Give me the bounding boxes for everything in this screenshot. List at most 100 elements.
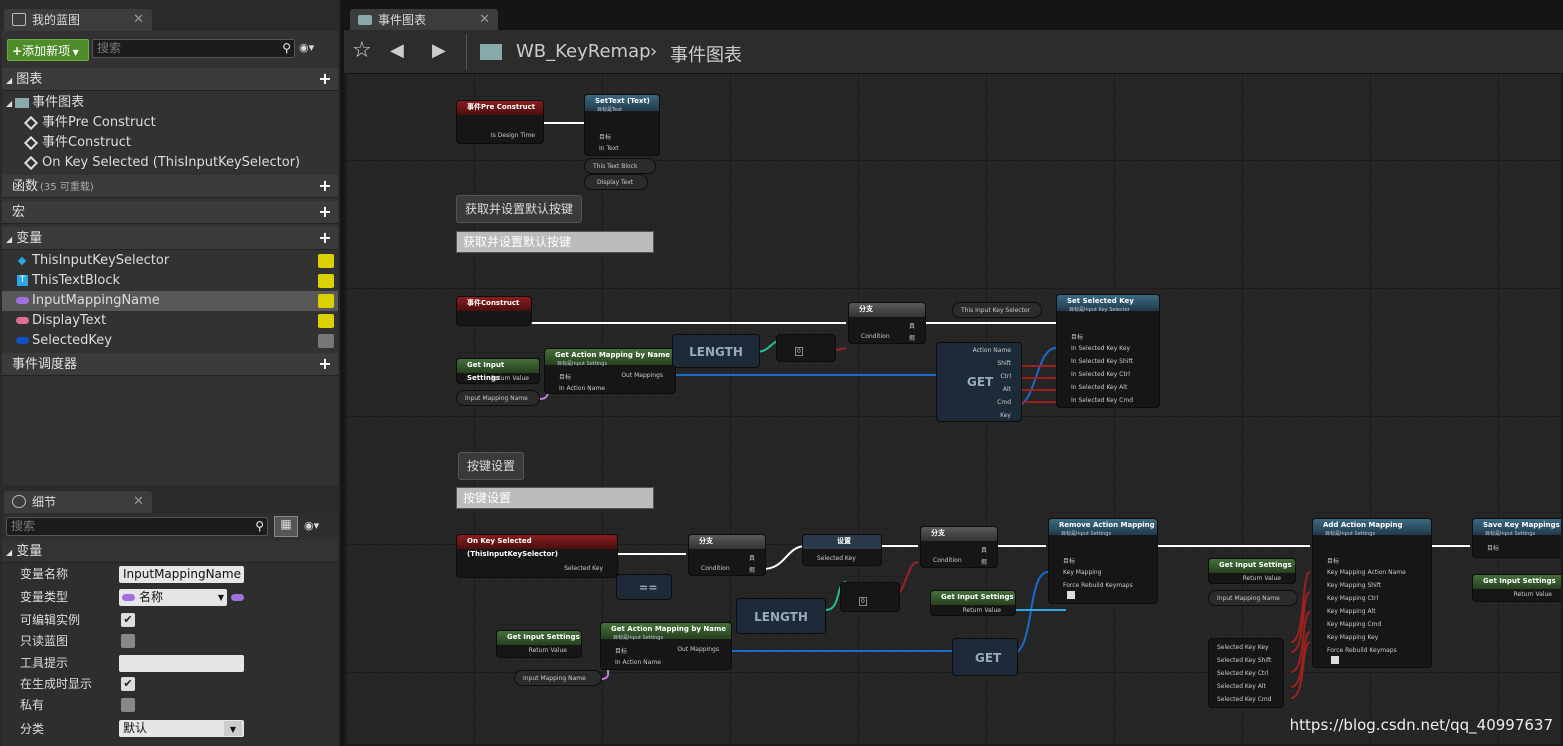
pin-out-mappings[interactable]: Out Mappings [621, 372, 663, 379]
set-variable-node[interactable]: 设置 Selected Key [802, 534, 882, 566]
add-graph-button[interactable]: + [318, 69, 332, 88]
pin-key[interactable]: In Selected Key Key [1071, 345, 1131, 352]
category-select[interactable]: 默认▼ [119, 720, 244, 737]
variable-type-select[interactable]: 名称▼ [119, 589, 227, 606]
pin-false[interactable]: 假 [908, 335, 915, 342]
equals-node[interactable]: == [616, 574, 672, 600]
breadcrumb-root[interactable]: WB_KeyRemap [516, 41, 651, 62]
pin-selected-key-ctrl[interactable]: Selected Key Ctrl [1217, 670, 1269, 677]
tree-event-construct[interactable]: 事件Construct [2, 133, 338, 153]
variable-display-text[interactable]: DisplayText [2, 311, 338, 331]
pin-condition[interactable]: Condition [701, 565, 730, 572]
force-rebuild-checkbox[interactable] [1067, 591, 1075, 599]
pin-selected-key[interactable]: Selected Key [564, 565, 603, 572]
pin-return-value[interactable]: Return Value [1513, 591, 1552, 598]
get-input-settings-node[interactable]: Get Input Settings Return Value [930, 590, 1016, 616]
container-type-icon[interactable] [231, 594, 244, 601]
get-input-settings-node[interactable]: Get Input Settings Return Value [456, 358, 540, 384]
pin-force-rebuild[interactable]: Force Rebuild Keymaps [1063, 582, 1133, 589]
eye-icon[interactable] [318, 294, 334, 308]
event-construct-node[interactable]: 事件Construct [456, 296, 532, 326]
comment-box[interactable]: 获取并设置默认按键 [456, 231, 654, 253]
pin-action-name[interactable]: Key Mapping Action Name [1327, 569, 1406, 576]
length-node[interactable]: LENGTH [736, 598, 826, 634]
comment-bubble[interactable]: 获取并设置默认按键 [456, 195, 583, 223]
compare-value[interactable]: 0 [795, 347, 803, 356]
pin-ctrl[interactable]: In Selected Key Ctrl [1071, 371, 1130, 378]
tab-event-graph[interactable]: 事件图表 ✕ [350, 9, 498, 31]
branch-node[interactable]: 分支 Condition 真 假 [688, 534, 766, 576]
pin-alt[interactable]: In Selected Key Alt [1071, 384, 1128, 391]
pin-selected-key-alt[interactable]: Selected Key Alt [1217, 683, 1266, 690]
pin-condition[interactable]: Condition [933, 557, 962, 564]
tab-my-blueprint[interactable]: 我的蓝图 ✕ [4, 9, 152, 31]
get-node[interactable]: GET Action Name Shift Ctrl Alt Cmd Key [936, 342, 1022, 422]
variable-input-mapping-name[interactable]: InputMappingName [2, 291, 338, 311]
pin-out-mappings[interactable]: Out Mappings [677, 646, 719, 653]
pin-return-value[interactable]: Return Value [962, 607, 1001, 614]
pin-target[interactable]: 目标 [599, 134, 612, 141]
pin-false[interactable]: 假 [748, 567, 755, 574]
expose-on-spawn-checkbox[interactable]: ✔ [121, 677, 135, 691]
grid-view-icon[interactable]: ▦ [274, 516, 298, 537]
pin-key[interactable]: Key [1000, 412, 1011, 419]
force-rebuild-checkbox[interactable] [1331, 656, 1339, 664]
set-text-node[interactable]: SetText (Text)目标是Text 目标 In Text [584, 94, 660, 156]
get-input-settings-node[interactable]: Get Input Settings Return Value [1208, 558, 1296, 584]
this-text-block-getter[interactable]: This Text Block [584, 158, 656, 174]
section-variables[interactable]: ◢ 变量+ [2, 227, 338, 250]
pin-return-value[interactable]: Return Value [1242, 575, 1281, 582]
add-dispatcher-button[interactable]: + [318, 354, 332, 373]
tree-event-on-key-selected[interactable]: On Key Selected (ThisInputKeySelector) [2, 153, 338, 173]
section-macros[interactable]: 宏+ [2, 201, 338, 224]
tree-event-graph[interactable]: ◢事件图表 [2, 93, 338, 113]
view-options-icon[interactable]: ◉▾ [304, 519, 320, 532]
close-icon[interactable]: ✕ [133, 494, 144, 509]
graph-canvas[interactable]: 获取并设置默认按键 获取并设置默认按键 按键设置 按键设置 事件Pre Cons… [344, 30, 1563, 746]
instance-editable-checkbox[interactable]: ✔ [121, 613, 135, 627]
eye-icon[interactable] [318, 314, 334, 328]
input-mapping-name-getter[interactable]: Input Mapping Name [514, 670, 602, 686]
pin-selected-key-key[interactable]: Selected Key Key [1217, 644, 1269, 651]
section-functions[interactable]: 函数(35 可重载)+ [2, 175, 338, 198]
pin-in-action-name[interactable]: In Action Name [559, 385, 605, 392]
star-icon[interactable]: ☆ [352, 38, 372, 63]
branch-node[interactable]: 分支 Condition 真 假 [848, 302, 926, 344]
compare-node[interactable]: 0 [840, 582, 900, 612]
pin-ctrl[interactable]: Key Mapping Ctrl [1327, 595, 1379, 602]
pin-condition[interactable]: Condition [861, 333, 890, 340]
input-mapping-name-getter[interactable]: Input Mapping Name [456, 390, 540, 406]
add-new-button[interactable]: +添加新项 ▼ [7, 39, 89, 61]
pin-action-name[interactable]: Action Name [972, 347, 1011, 354]
close-icon[interactable]: ✕ [479, 12, 490, 27]
view-options-icon[interactable]: ◉▾ [299, 41, 315, 54]
pin-shift[interactable]: Shift [997, 360, 1011, 367]
tooltip-field[interactable] [119, 655, 244, 672]
read-only-checkbox[interactable] [121, 634, 135, 648]
pin-true[interactable]: 真 [980, 547, 987, 554]
pin-alt[interactable]: Alt [1002, 386, 1011, 393]
pin-key-mapping[interactable]: Key Mapping [1063, 569, 1102, 576]
back-arrow-icon[interactable]: ◀ [390, 40, 404, 61]
get-input-settings-node[interactable]: Get Input Settings Return Value [496, 630, 582, 658]
pin-target[interactable]: 目标 [559, 374, 572, 381]
pin-target[interactable]: 目标 [1063, 558, 1076, 565]
tree-event-pre-construct[interactable]: 事件Pre Construct [2, 113, 338, 133]
variable-this-input-key-selector[interactable]: ThisInputKeySelector [2, 251, 338, 271]
pin-target[interactable]: 目标 [1487, 545, 1500, 552]
length-node[interactable]: LENGTH [672, 334, 760, 368]
pin-selected-key-cmd[interactable]: Selected Key Cmd [1217, 696, 1272, 703]
pin-target[interactable]: 目标 [615, 648, 628, 655]
comment-bubble[interactable]: 按键设置 [458, 452, 525, 480]
section-event-dispatchers[interactable]: 事件调度器+ [2, 353, 338, 376]
eye-icon[interactable] [318, 254, 334, 268]
eye-icon[interactable] [318, 274, 334, 288]
pin-is-design-time[interactable]: Is Design Time [490, 132, 535, 139]
details-section-variable[interactable]: ◢ 变量 [2, 540, 338, 563]
comment-box[interactable]: 按键设置 [456, 487, 654, 509]
pin-force-rebuild[interactable]: Force Rebuild Keymaps [1327, 647, 1397, 654]
